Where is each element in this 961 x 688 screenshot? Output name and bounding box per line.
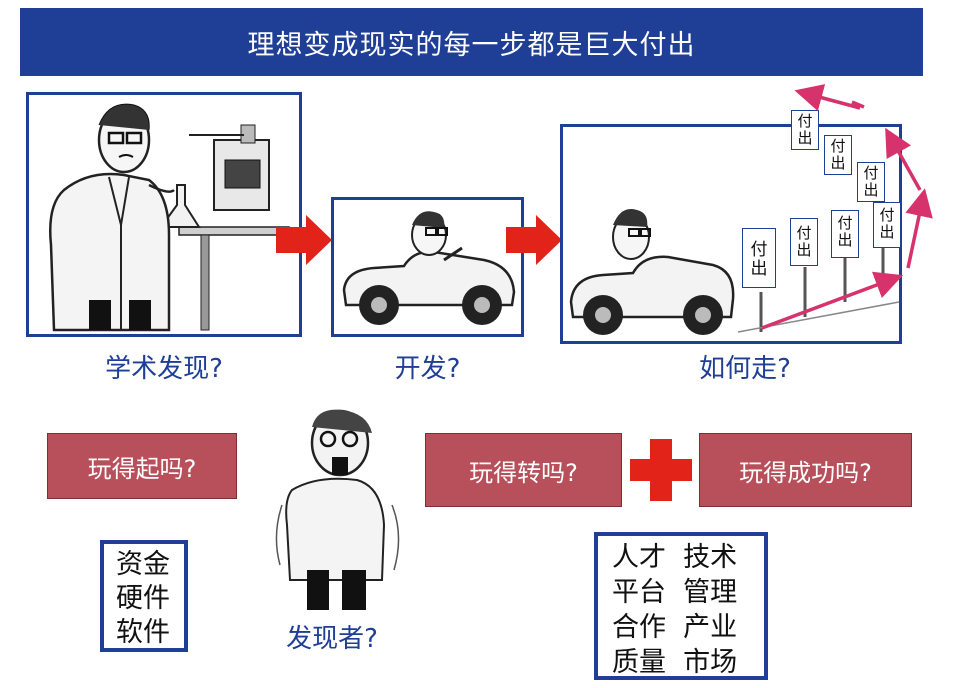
payment-sign: 付出 xyxy=(790,218,818,266)
stage-caption-discovery: 学术发现? xyxy=(105,354,223,384)
list-item: 合作 产业 xyxy=(612,612,738,643)
list-item: 人才 技术 xyxy=(612,542,738,573)
stage-caption-development: 开发? xyxy=(394,354,461,384)
pink-path-arrows-icon xyxy=(761,84,933,330)
stage-caption-how-to-go: 如何走? xyxy=(699,354,791,384)
page-title-banner: 理想变成现实的每一步都是巨大付出 xyxy=(20,8,923,76)
question-box-succeed: 玩得成功吗? xyxy=(699,433,912,507)
driver-car-illustration xyxy=(342,211,516,325)
red-arrow-icon xyxy=(506,215,562,265)
list-item: 质量 市场 xyxy=(612,647,738,678)
discoverer-caption: 发现者? xyxy=(286,624,378,654)
page-title: 理想变成现实的每一步都是巨大付出 xyxy=(247,29,696,61)
development-panel xyxy=(331,197,524,337)
list-item: 平台 管理 xyxy=(612,577,738,608)
payment-sign: 付出 xyxy=(791,110,819,150)
payment-sign: 付出 xyxy=(824,135,852,175)
question-box-afford: 玩得起吗? xyxy=(47,433,237,499)
payment-sign: 付出 xyxy=(857,162,885,202)
resources-list: 资金 硬件 软件 xyxy=(100,540,188,652)
list-item: 资金 xyxy=(116,549,170,580)
payment-sign: 付出 xyxy=(742,228,776,288)
discoverer-illustration xyxy=(275,409,400,610)
red-arrow-icon xyxy=(276,215,332,265)
list-item: 软件 xyxy=(116,617,170,648)
scientist-panel xyxy=(26,92,302,337)
scientist-illustration xyxy=(49,103,290,332)
payment-sign: 付出 xyxy=(873,202,901,248)
list-item: 硬件 xyxy=(116,583,170,614)
driver-car-road-illustration xyxy=(569,209,899,335)
factors-list: 人才 技术 平台 管理 合作 产业 质量 市场 xyxy=(594,532,768,680)
plus-icon xyxy=(630,439,692,501)
question-box-operate: 玩得转吗? xyxy=(425,433,622,507)
payment-sign: 付出 xyxy=(831,210,859,258)
